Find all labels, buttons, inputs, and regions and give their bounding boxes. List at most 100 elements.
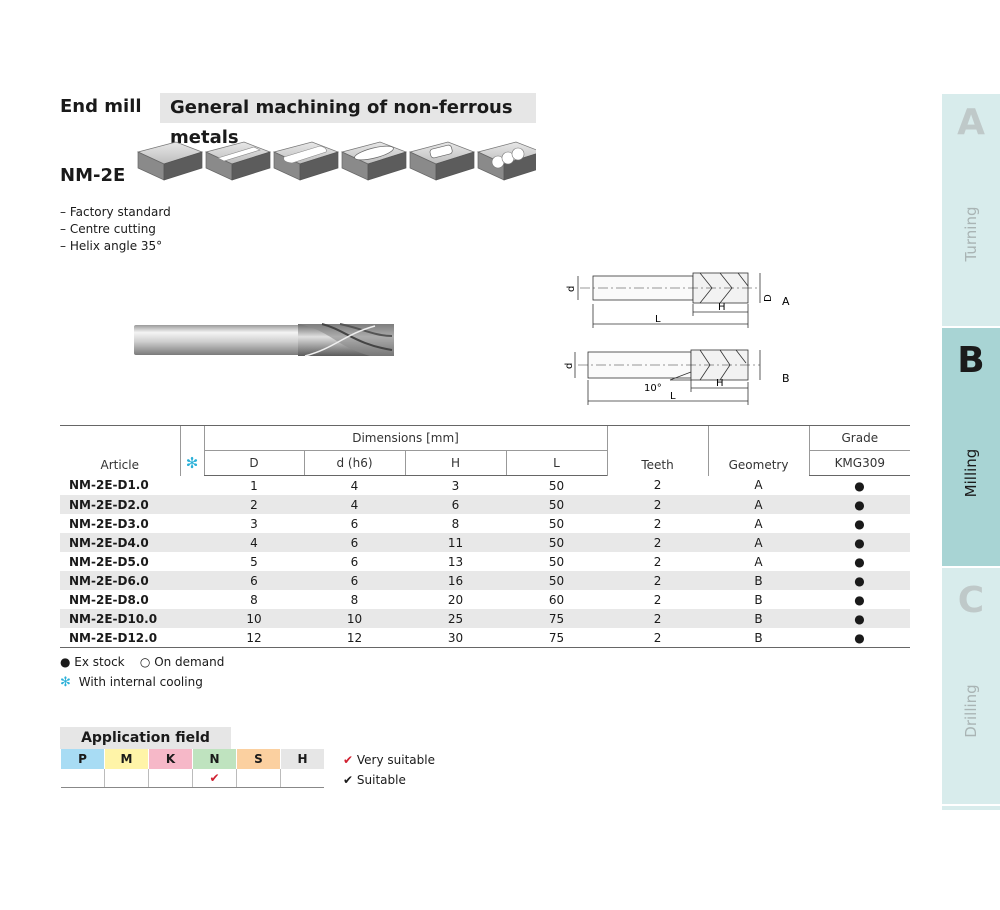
geometry-drawings: d D H L A d H 10° L B [564,272,790,405]
cell-D: 10 [204,609,304,628]
stock-dot: ● [854,592,865,607]
cell-L: 50 [548,554,565,569]
cooling-cell [180,552,204,571]
feature-list: – Factory standard – Centre cutting – He… [60,204,171,255]
stock-dot: ● [854,478,865,493]
internal-cooling-header: ✻ [179,425,204,476]
cell-teeth: 2 [607,609,709,628]
pocket-milling-icon [340,141,408,181]
dim-D-label: D [763,294,774,302]
cell-d: 6 [304,571,405,590]
cell-H: 11 [405,533,506,552]
material-n: N [192,749,237,769]
cell-geometry: A [708,533,810,552]
cell-d: 6 [304,533,405,552]
product-type-title: End mill [60,96,142,117]
col-grade-kmg309: KMG309 [808,450,911,476]
article-cell: NM-2E-D1.0 [69,478,149,493]
open-pocket-icon [408,141,476,181]
article-cell: NM-2E-D6.0 [60,571,180,590]
article-cell: NM-2E-D2.0 [60,495,180,514]
cell-L: 60 [548,592,565,607]
tab-letter: B [957,340,985,381]
side-tab-divider [942,806,1000,810]
side-tab-turning[interactable]: A Turning [942,94,1000,326]
very-suitable-label: Very suitable [356,753,435,767]
suitability-n: ✔ [192,769,237,788]
cooling-cell [180,476,204,496]
col-L: L [505,450,608,476]
cooling-cell [180,609,204,628]
dim-H-label: H [716,378,724,389]
application-field-table: P M K N S H ✔ [60,749,324,788]
stock-dot: ● [809,571,911,590]
dim-H-label: H [718,302,726,313]
angle-label: 10° [644,383,662,394]
cell-geometry: A [754,478,763,493]
material-p: P [60,749,105,769]
plunge-milling-icon [476,141,536,181]
geometry-b-label: B [782,372,790,385]
stock-dot: ● [809,609,911,628]
col-article: Article [60,425,180,476]
tab-label: Milling [962,448,980,498]
cell-teeth: 2 [653,554,662,569]
cell-D: 3 [250,516,258,531]
cell-geometry: B [754,592,763,607]
feature-item: – Factory standard [60,205,171,219]
cell-teeth: 2 [607,571,709,590]
material-m: M [104,749,149,769]
cell-geometry: A [754,554,763,569]
cooling-cell [180,590,204,609]
cell-geometry: B [708,571,810,590]
cell-geometry: B [708,628,810,648]
suitability-legend: ✔ Very suitable ✔ Suitable [343,750,435,790]
deep-slot-icon [272,141,340,181]
dim-d-label: d [564,363,575,369]
material-h: H [280,749,324,769]
tab-label: Turning [962,206,980,262]
cell-d: 6 [350,554,359,569]
cell-H: 16 [405,571,506,590]
cooling-cell [180,533,204,552]
suitability-s [236,769,281,788]
cell-H: 13 [447,554,464,569]
cell-H: 3 [451,478,460,493]
cell-teeth: 2 [607,533,709,552]
suitability-m [104,769,149,788]
cell-D: 4 [204,533,304,552]
article-cell: NM-2E-D4.0 [60,533,180,552]
side-tab-drilling[interactable]: C Drilling [942,568,1000,804]
col-D: D [203,450,304,476]
material-k: K [148,749,193,769]
cell-d: 8 [350,592,359,607]
cell-L: 50 [506,533,608,552]
suitability-k [148,769,193,788]
side-tab-milling[interactable]: B Milling [942,328,1000,566]
stock-dot: ● [854,554,865,569]
cell-geometry: B [708,609,810,628]
cell-L: 50 [548,516,565,531]
specification-table: Article ✻ Dimensions [mm] Teeth Geometry… [60,425,911,648]
cell-teeth: 2 [607,495,709,514]
suitable-label: Suitable [356,773,406,787]
cell-H: 8 [451,516,460,531]
face-milling-icon [136,141,204,181]
cell-D: 1 [250,478,258,493]
stock-dot: ● [854,516,865,531]
cell-H: 30 [405,628,506,648]
cooling-cell [180,495,204,514]
tab-letter: C [957,580,985,621]
red-check-icon: ✔ [343,753,354,767]
dim-d-label: d [566,286,577,292]
cell-L: 50 [506,495,608,514]
end-mill-photo [134,323,394,357]
cell-L: 50 [506,571,608,590]
